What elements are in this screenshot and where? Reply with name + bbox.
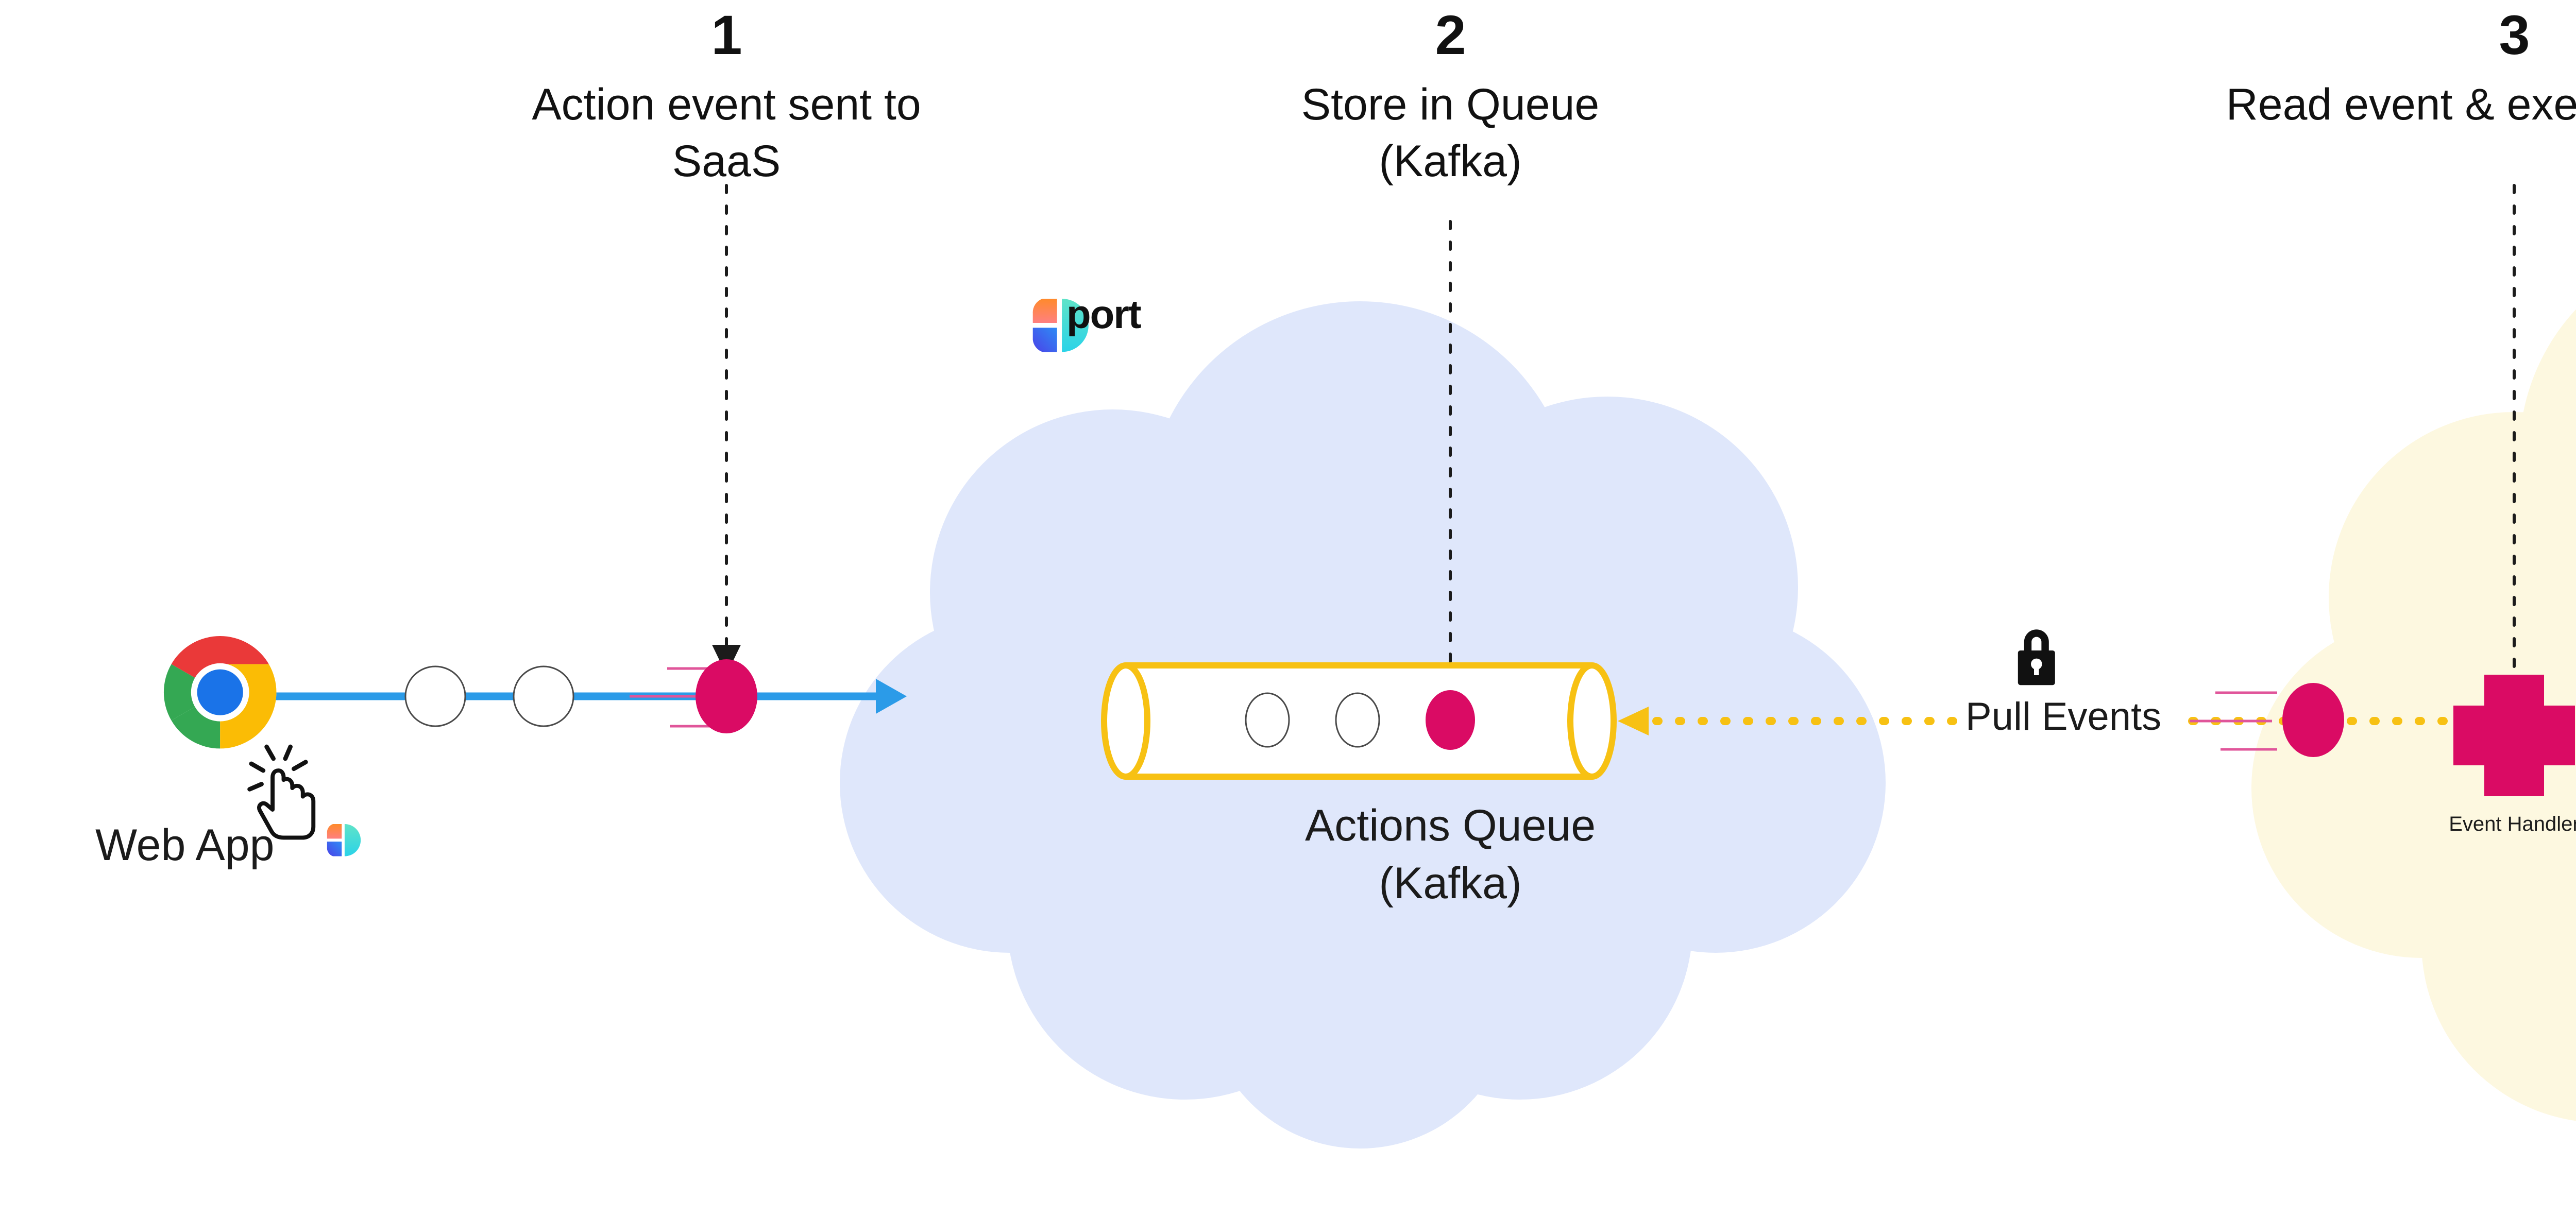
step-2-number: 2 [1435,4,1466,66]
step-1-label: Action event sent to SaaS [532,80,921,186]
step1-leader [712,184,741,675]
step-1-number: 1 [711,4,742,66]
webapp-to-cloud-arrow [264,659,907,733]
actions-queue-caption: Actions Queue (Kafka) [1304,801,1596,908]
step-1-header: 1 Action event sent to SaaS [520,7,933,190]
event-handler-label: Event Handler [2449,813,2576,835]
pull-events-label: Pull Events [1965,695,2162,739]
port-logo-icon [1032,299,1089,352]
queue-slot-empty [1245,692,1290,748]
step-3-label: Read event & execute runner [2226,80,2576,129]
event-handler-icon [2453,675,2575,796]
step-2-label: Store in Queue (Kafka) [1301,80,1600,186]
step-3-header: 3 Read event & execute runner [2154,7,2576,133]
web-app-label: Web App [95,820,275,870]
port-logo-icon [327,824,361,856]
queue-slot-filled [1426,690,1475,750]
port-wordmark: port [1066,292,1142,337]
lock-icon [2018,629,2055,685]
step-3-number: 3 [2499,4,2530,66]
chrome-icon [163,636,277,749]
pull-events-connector [1618,683,2531,757]
click-cursor-icon [247,744,316,840]
actions-queue-cylinder [1101,662,1617,780]
step-2-header: 2 Store in Queue (Kafka) [1244,7,1656,190]
queue-slot-empty [1335,692,1380,748]
